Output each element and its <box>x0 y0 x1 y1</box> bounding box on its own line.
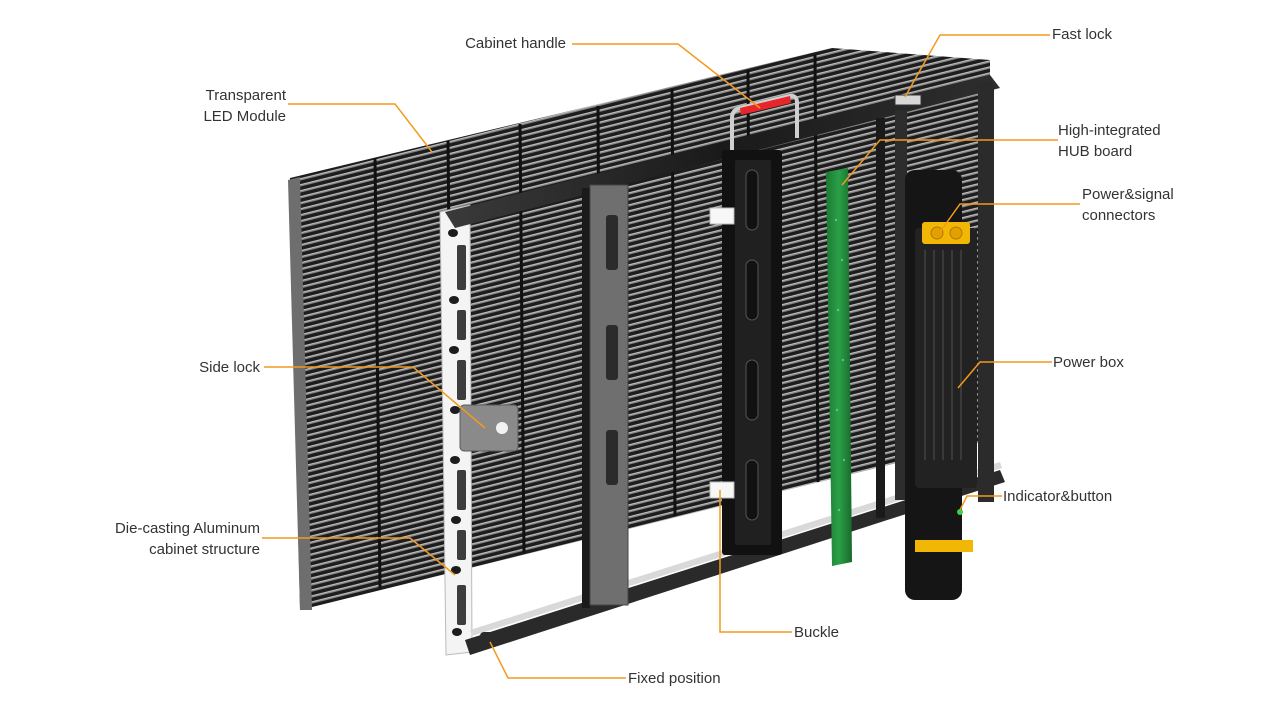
indicator-light <box>957 509 963 515</box>
label-led-module-line1: Transparent <box>205 87 286 104</box>
buckle-bracket <box>722 150 782 555</box>
cabinet-handle <box>730 93 799 150</box>
label-connectors-line1: Power&signal <box>1082 186 1174 203</box>
hub-board <box>826 168 852 566</box>
leader-power-box <box>957 361 1052 389</box>
leader-fixed-position <box>489 641 626 679</box>
power-box <box>905 170 977 600</box>
power-signal-connectors <box>922 222 970 244</box>
leader-led-module <box>288 103 433 153</box>
leader-indicator <box>959 495 1002 511</box>
label-hub-board-line2: HUB board <box>1058 143 1133 160</box>
leader-fast-lock <box>904 34 1050 98</box>
label-connectors-line2: connectors <box>1082 207 1156 224</box>
leader-connectors <box>939 203 1080 233</box>
label-fixed-position: Fixed position <box>628 670 721 687</box>
leader-lines <box>262 34 1080 679</box>
label-hub-board-line1: High-integrated <box>1058 122 1161 139</box>
side-lock-hole <box>496 422 508 434</box>
buckle <box>709 481 735 499</box>
label-buckle: Buckle <box>794 624 840 641</box>
buckle-top <box>709 207 735 225</box>
leader-hub-board <box>841 139 1058 186</box>
leader-cabinet-handle <box>572 43 761 109</box>
side-lock-plate <box>459 404 519 452</box>
label-cabinet-handle: Cabinet handle <box>465 35 566 52</box>
frame-right-post <box>978 82 994 502</box>
label-side-lock: Side lock <box>199 359 260 376</box>
leader-buckle <box>719 490 792 633</box>
die-casting-frame-side <box>439 204 473 656</box>
label-fast-lock: Fast lock <box>1052 26 1113 43</box>
label-structure-line1: Die-casting Aluminum <box>114 520 260 537</box>
label-led-module-line2: LED Module <box>203 108 286 125</box>
label-power-box: Power box <box>1053 354 1124 371</box>
fixed-position-peg <box>480 632 500 642</box>
label-structure-line2: cabinet structure <box>149 541 260 558</box>
fast-lock <box>894 94 922 106</box>
label-indicator-button: Indicator&button <box>1003 488 1113 505</box>
frame-bottom-rail <box>465 470 1005 655</box>
leader-structure <box>262 537 456 576</box>
leader-side-lock <box>264 366 486 429</box>
